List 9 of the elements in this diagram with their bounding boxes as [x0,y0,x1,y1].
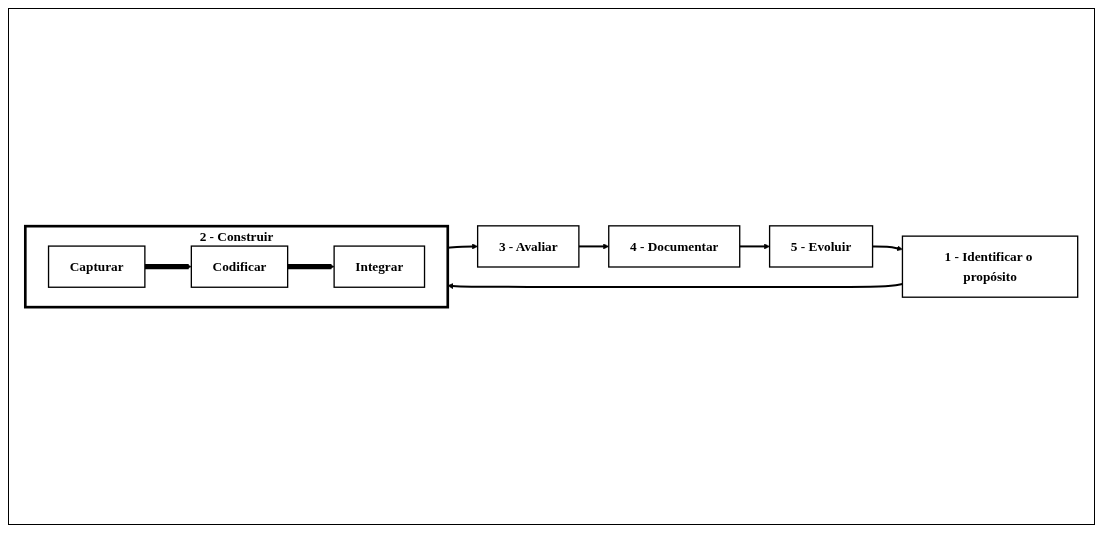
node-box: 1 - Identificar o propósito [901,235,1079,298]
node-box: 5 - Evoluir [768,225,874,268]
arrow [144,263,192,270]
node-box: Integrar [333,245,426,288]
node-box: Capturar [47,245,146,288]
node-box: 3 - Avaliar [476,225,580,268]
node-box: Codificar [190,245,289,288]
arrow [287,263,335,270]
node-box: 4 - Documentar [608,225,741,268]
